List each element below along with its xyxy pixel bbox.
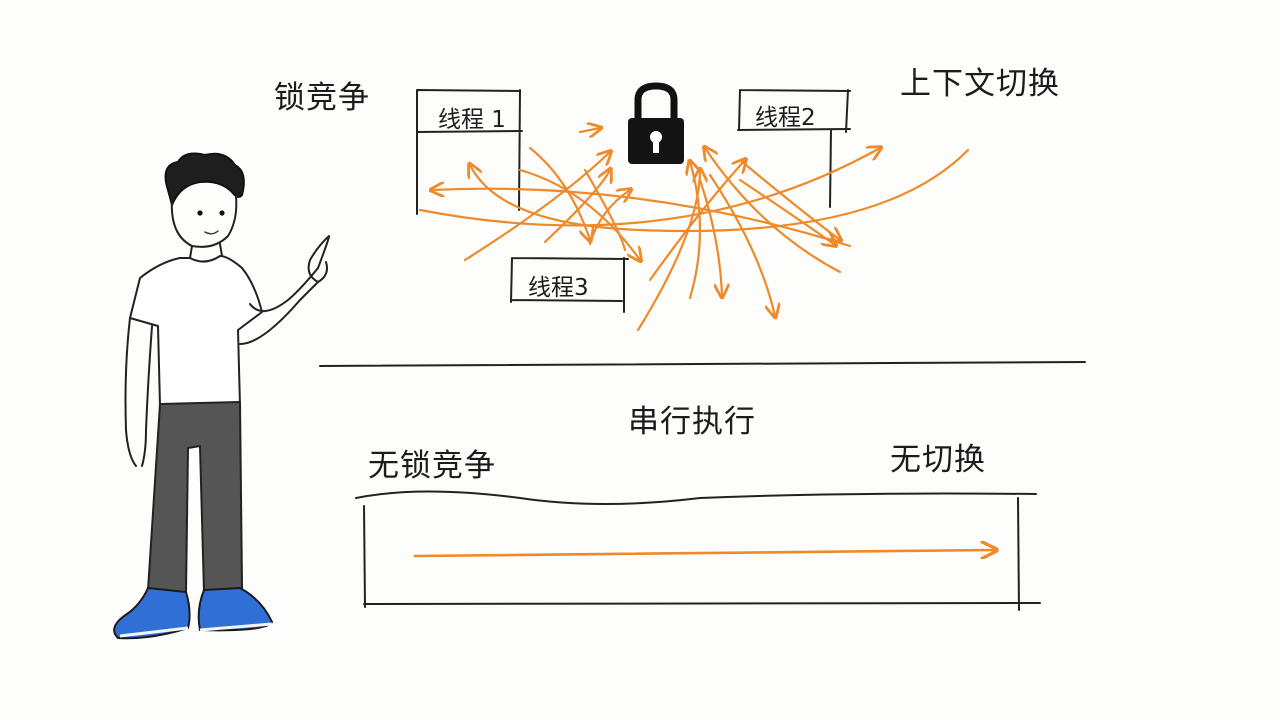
serial-lane (355, 490, 1041, 611)
contention-arrows (418, 128, 970, 332)
no-lock-contention-label: 无锁竞争 (368, 448, 496, 484)
person-illustration (113, 152, 331, 640)
padlock-icon (628, 82, 684, 164)
thread-1-label: 线程 1 (438, 107, 506, 133)
context-switch-label: 上下文切换 (900, 66, 1060, 102)
thread-box-3 (510, 257, 629, 313)
no-switch-label: 无切换 (890, 442, 986, 478)
thread-box-2 (737, 89, 851, 208)
thread-3-label: 线程3 (528, 275, 589, 301)
thread-box-1 (416, 89, 523, 215)
thread-2-label: 线程2 (755, 105, 816, 131)
serial-execution-title: 串行执行 (628, 404, 756, 440)
section-divider (319, 361, 1086, 367)
lock-contention-label: 锁竞争 (274, 80, 370, 116)
